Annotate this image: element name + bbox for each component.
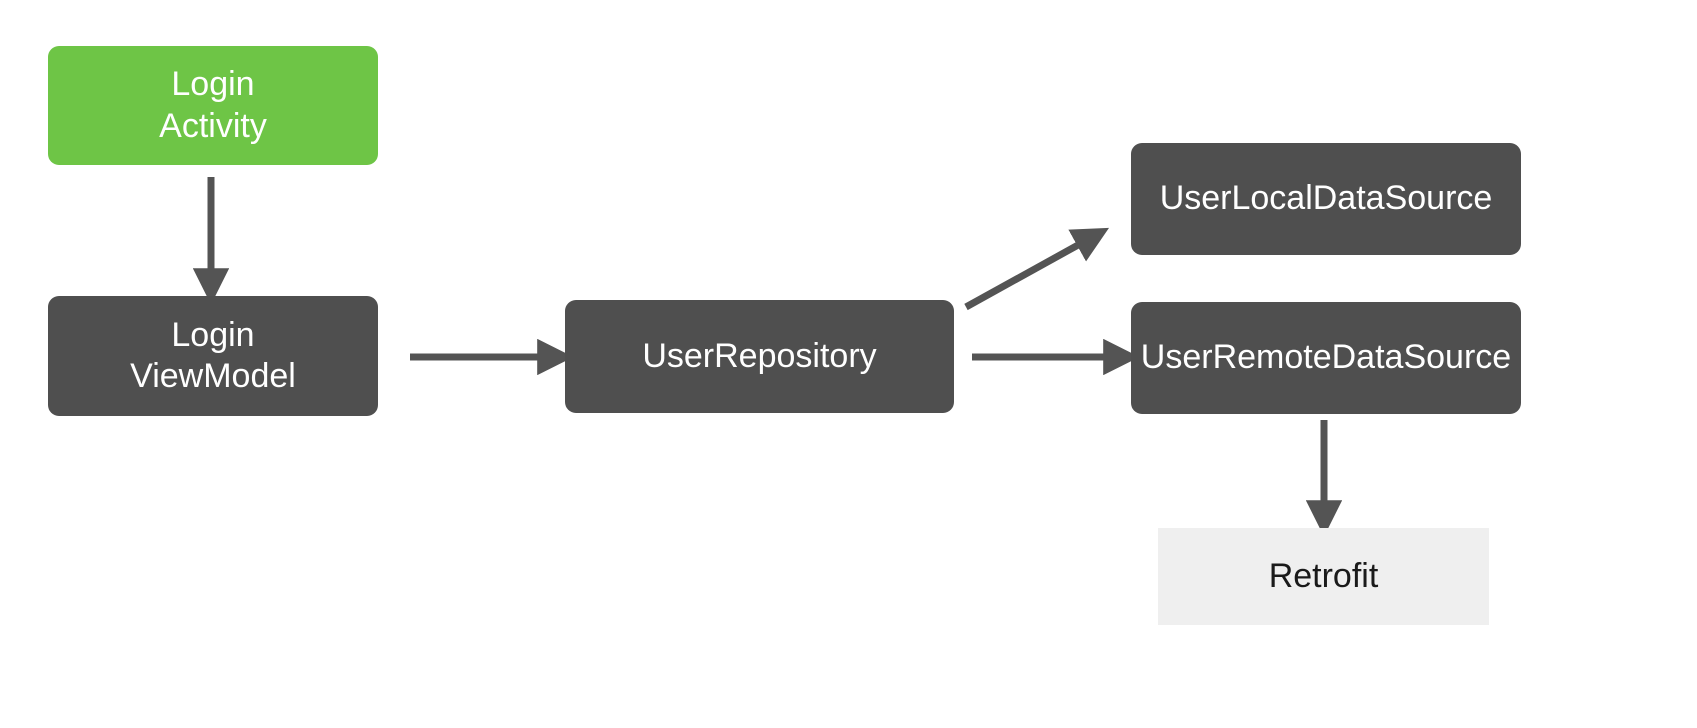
node-user-remote-datasource[interactable]: UserRemoteDataSource xyxy=(1131,302,1521,414)
node-retrofit[interactable]: Retrofit xyxy=(1158,528,1489,625)
node-retrofit-label: Retrofit xyxy=(1268,556,1379,595)
node-login-viewmodel-label: Login ViewModel xyxy=(130,315,296,395)
node-user-local-datasource-label: UserLocalDataSource xyxy=(1159,179,1493,218)
node-user-repository[interactable]: UserRepository xyxy=(565,300,954,413)
node-user-repository-label: UserRepository xyxy=(642,336,877,375)
node-user-local-datasource[interactable]: UserLocalDataSource xyxy=(1131,143,1521,255)
node-user-remote-datasource-label: UserRemoteDataSource xyxy=(1140,338,1512,377)
node-login-activity-label: Login Activity xyxy=(159,65,267,145)
edge-repository-to-local xyxy=(964,227,1110,311)
node-login-viewmodel[interactable]: Login ViewModel xyxy=(48,296,378,416)
node-login-activity[interactable]: Login Activity xyxy=(48,46,378,165)
